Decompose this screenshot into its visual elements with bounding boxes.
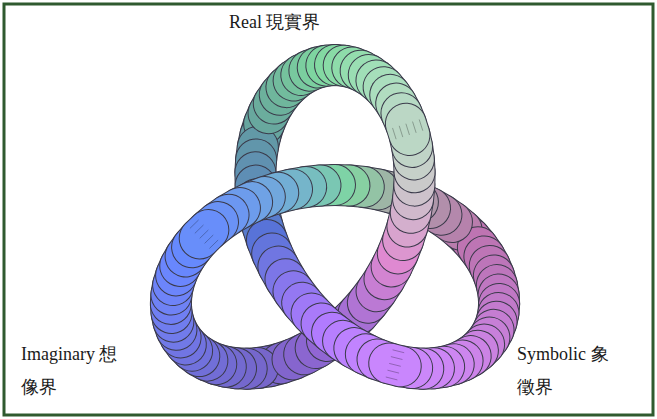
tube-segment	[181, 229, 210, 256]
tube-outline	[406, 124, 410, 135]
tube-segment	[393, 119, 423, 139]
mesh-line	[413, 122, 417, 133]
mesh-line	[399, 126, 403, 137]
mesh-line	[406, 124, 410, 135]
mesh-line	[200, 230, 209, 238]
mesh-line	[391, 357, 403, 360]
register-label: Real 現實界	[226, 6, 324, 39]
register-label: Imaginary 想像界	[18, 338, 124, 404]
mesh-line	[393, 350, 405, 353]
tube-outline	[200, 230, 209, 238]
mesh-line	[190, 220, 199, 228]
tube-surface	[406, 124, 410, 135]
tube-surface	[200, 230, 209, 238]
mesh-line	[393, 128, 397, 139]
mesh-line	[419, 119, 423, 130]
frame-border	[4, 4, 653, 415]
tube-surface	[389, 363, 401, 366]
tube-segment	[190, 220, 218, 248]
mesh-line	[387, 370, 399, 373]
tube-segment	[386, 350, 404, 380]
tube-outline	[389, 363, 401, 366]
register-label: Symbolic 象徵界	[514, 338, 620, 404]
mesh-line	[386, 377, 398, 380]
mesh-line	[209, 240, 218, 248]
trefoil-knot	[157, 51, 513, 383]
tube-segment	[199, 211, 226, 241]
mesh-line	[195, 225, 204, 233]
mesh-line	[389, 363, 401, 366]
mesh-line	[205, 235, 214, 243]
